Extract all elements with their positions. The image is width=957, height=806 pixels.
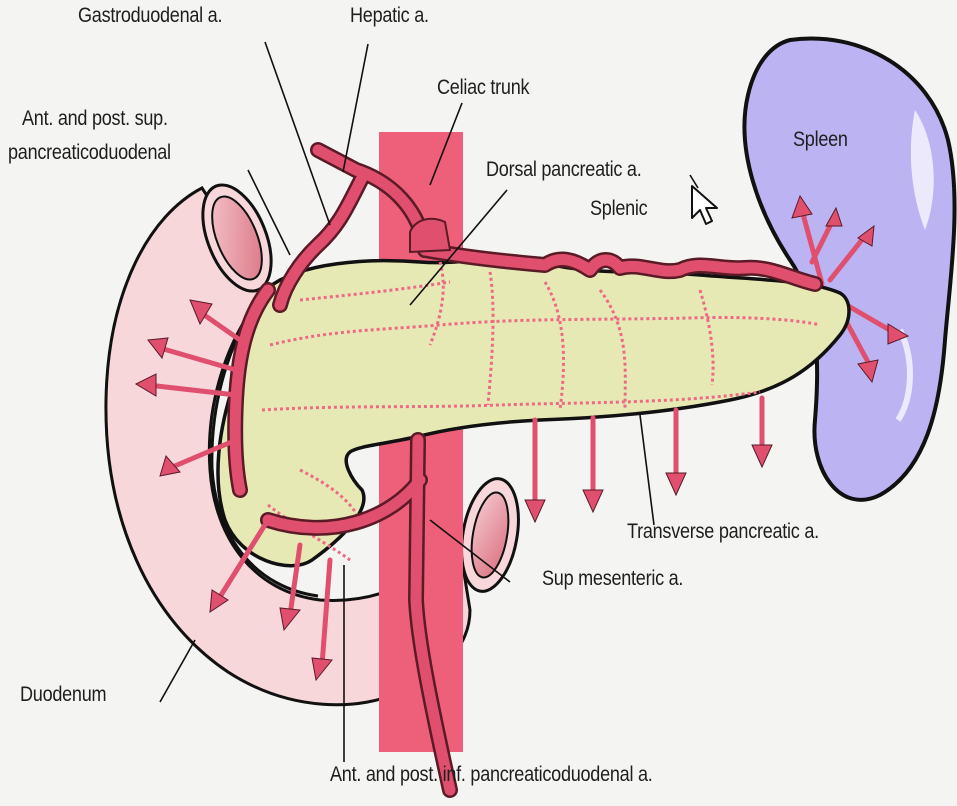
label-ant-post-inf: Ant. and post. inf. pancreaticoduodenal …: [330, 763, 653, 787]
label-dorsal-pancreatic: Dorsal pancreatic a.: [486, 158, 641, 182]
label-hepatic: Hepatic a.: [350, 4, 429, 28]
celiac-trunk: [410, 219, 450, 252]
label-celiac-trunk: Celiac trunk: [437, 76, 529, 100]
label-spleen: Spleen: [793, 128, 848, 152]
label-ant-post-sup-line1: Ant. and post. sup.: [22, 107, 168, 131]
label-duodenum: Duodenum: [20, 683, 106, 707]
label-sup-mesenteric: Sup mesenteric a.: [542, 567, 683, 591]
label-ant-post-sup-line2: pancreaticoduodenal: [8, 141, 171, 165]
mouse-pointer-icon: [692, 186, 717, 224]
label-gastroduodenal: Gastroduodenal a.: [78, 4, 222, 28]
label-splenic: Splenic: [590, 197, 647, 221]
label-transverse-pancreatic: Transverse pancreatic a.: [627, 520, 819, 544]
